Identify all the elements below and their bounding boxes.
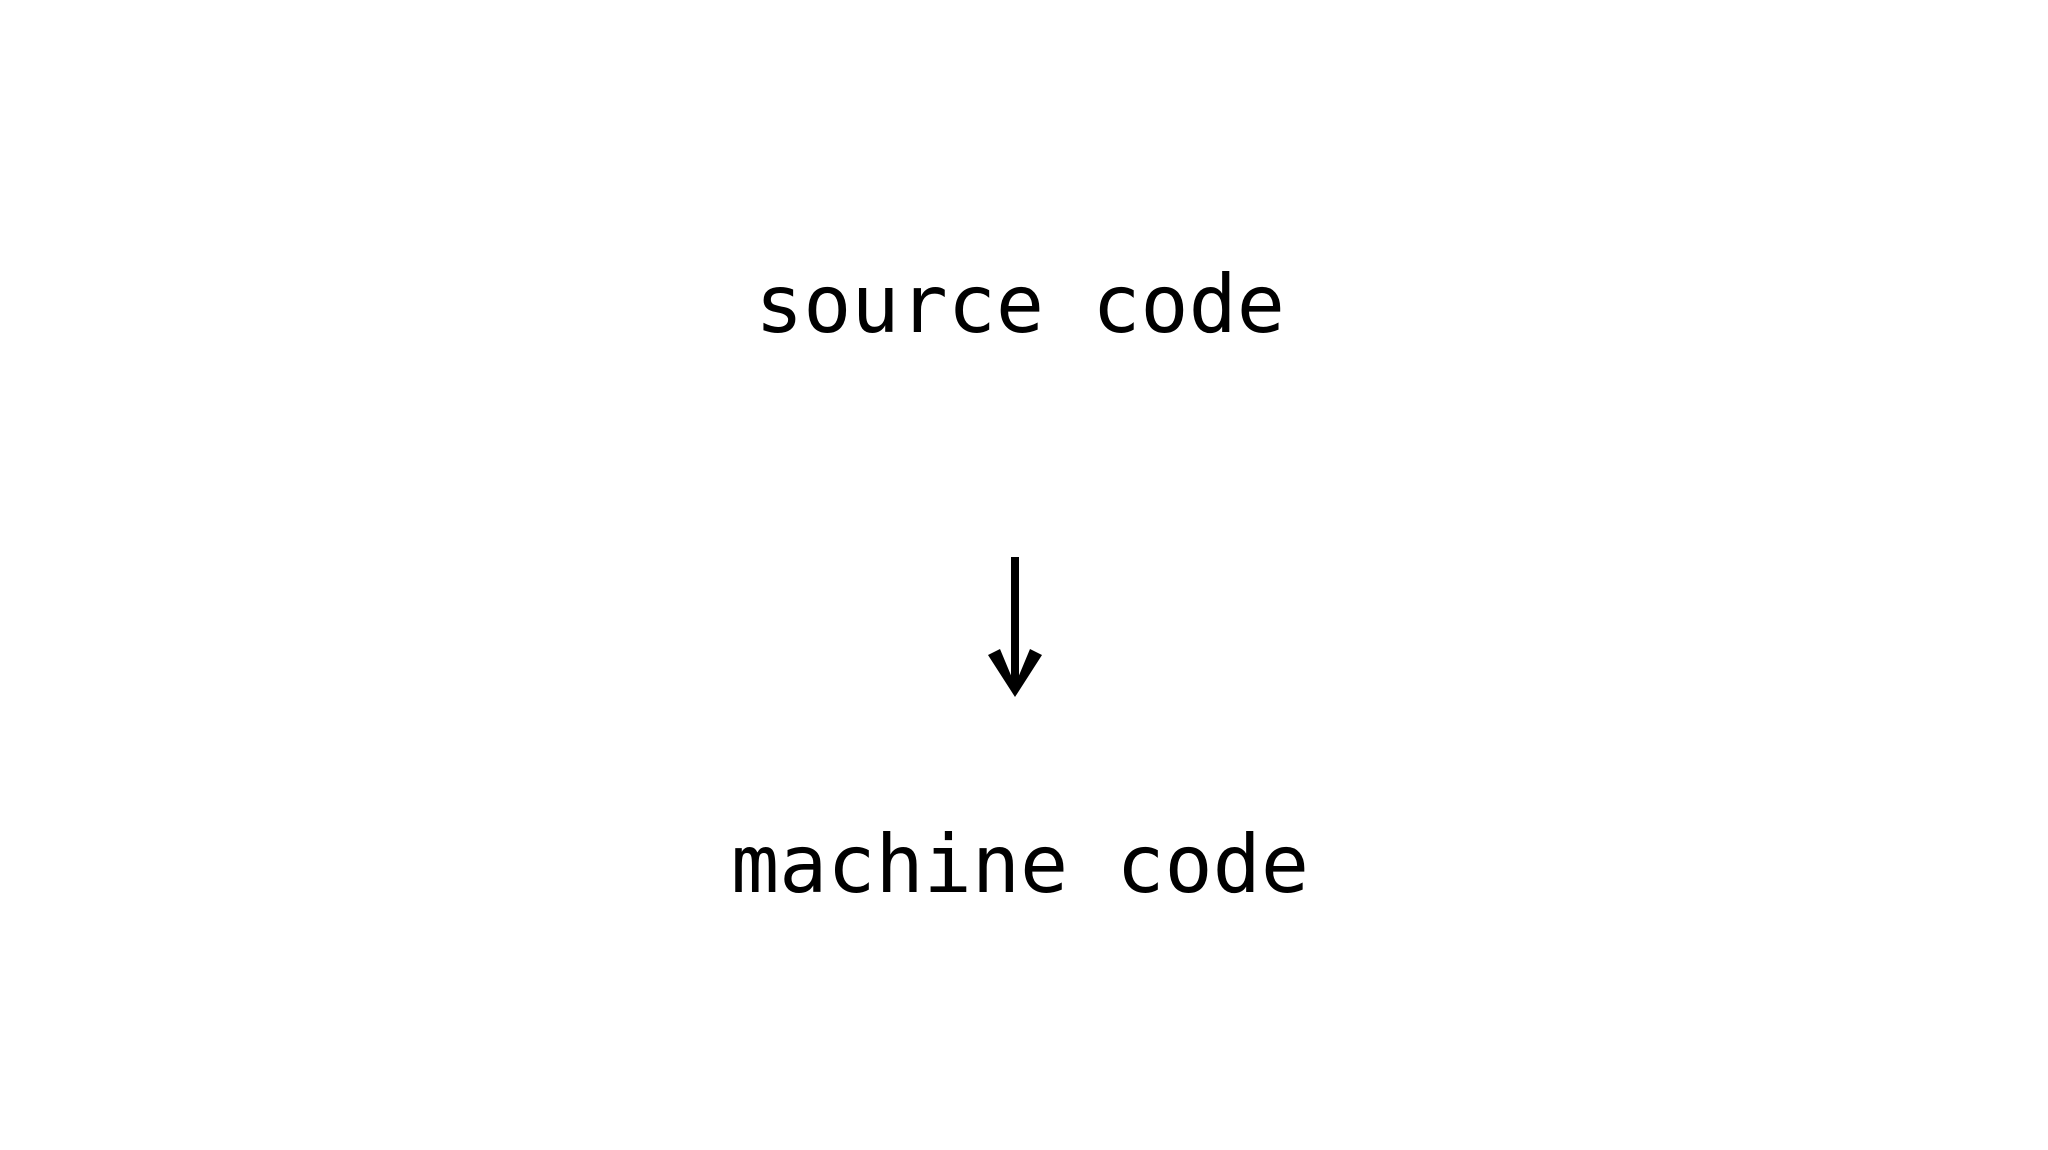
down-arrow-icon [955,545,1075,715]
node-machine-code: machine code [731,818,1309,911]
down-arrow-glyph [988,557,1042,697]
node-source-code: source code [755,258,1285,351]
